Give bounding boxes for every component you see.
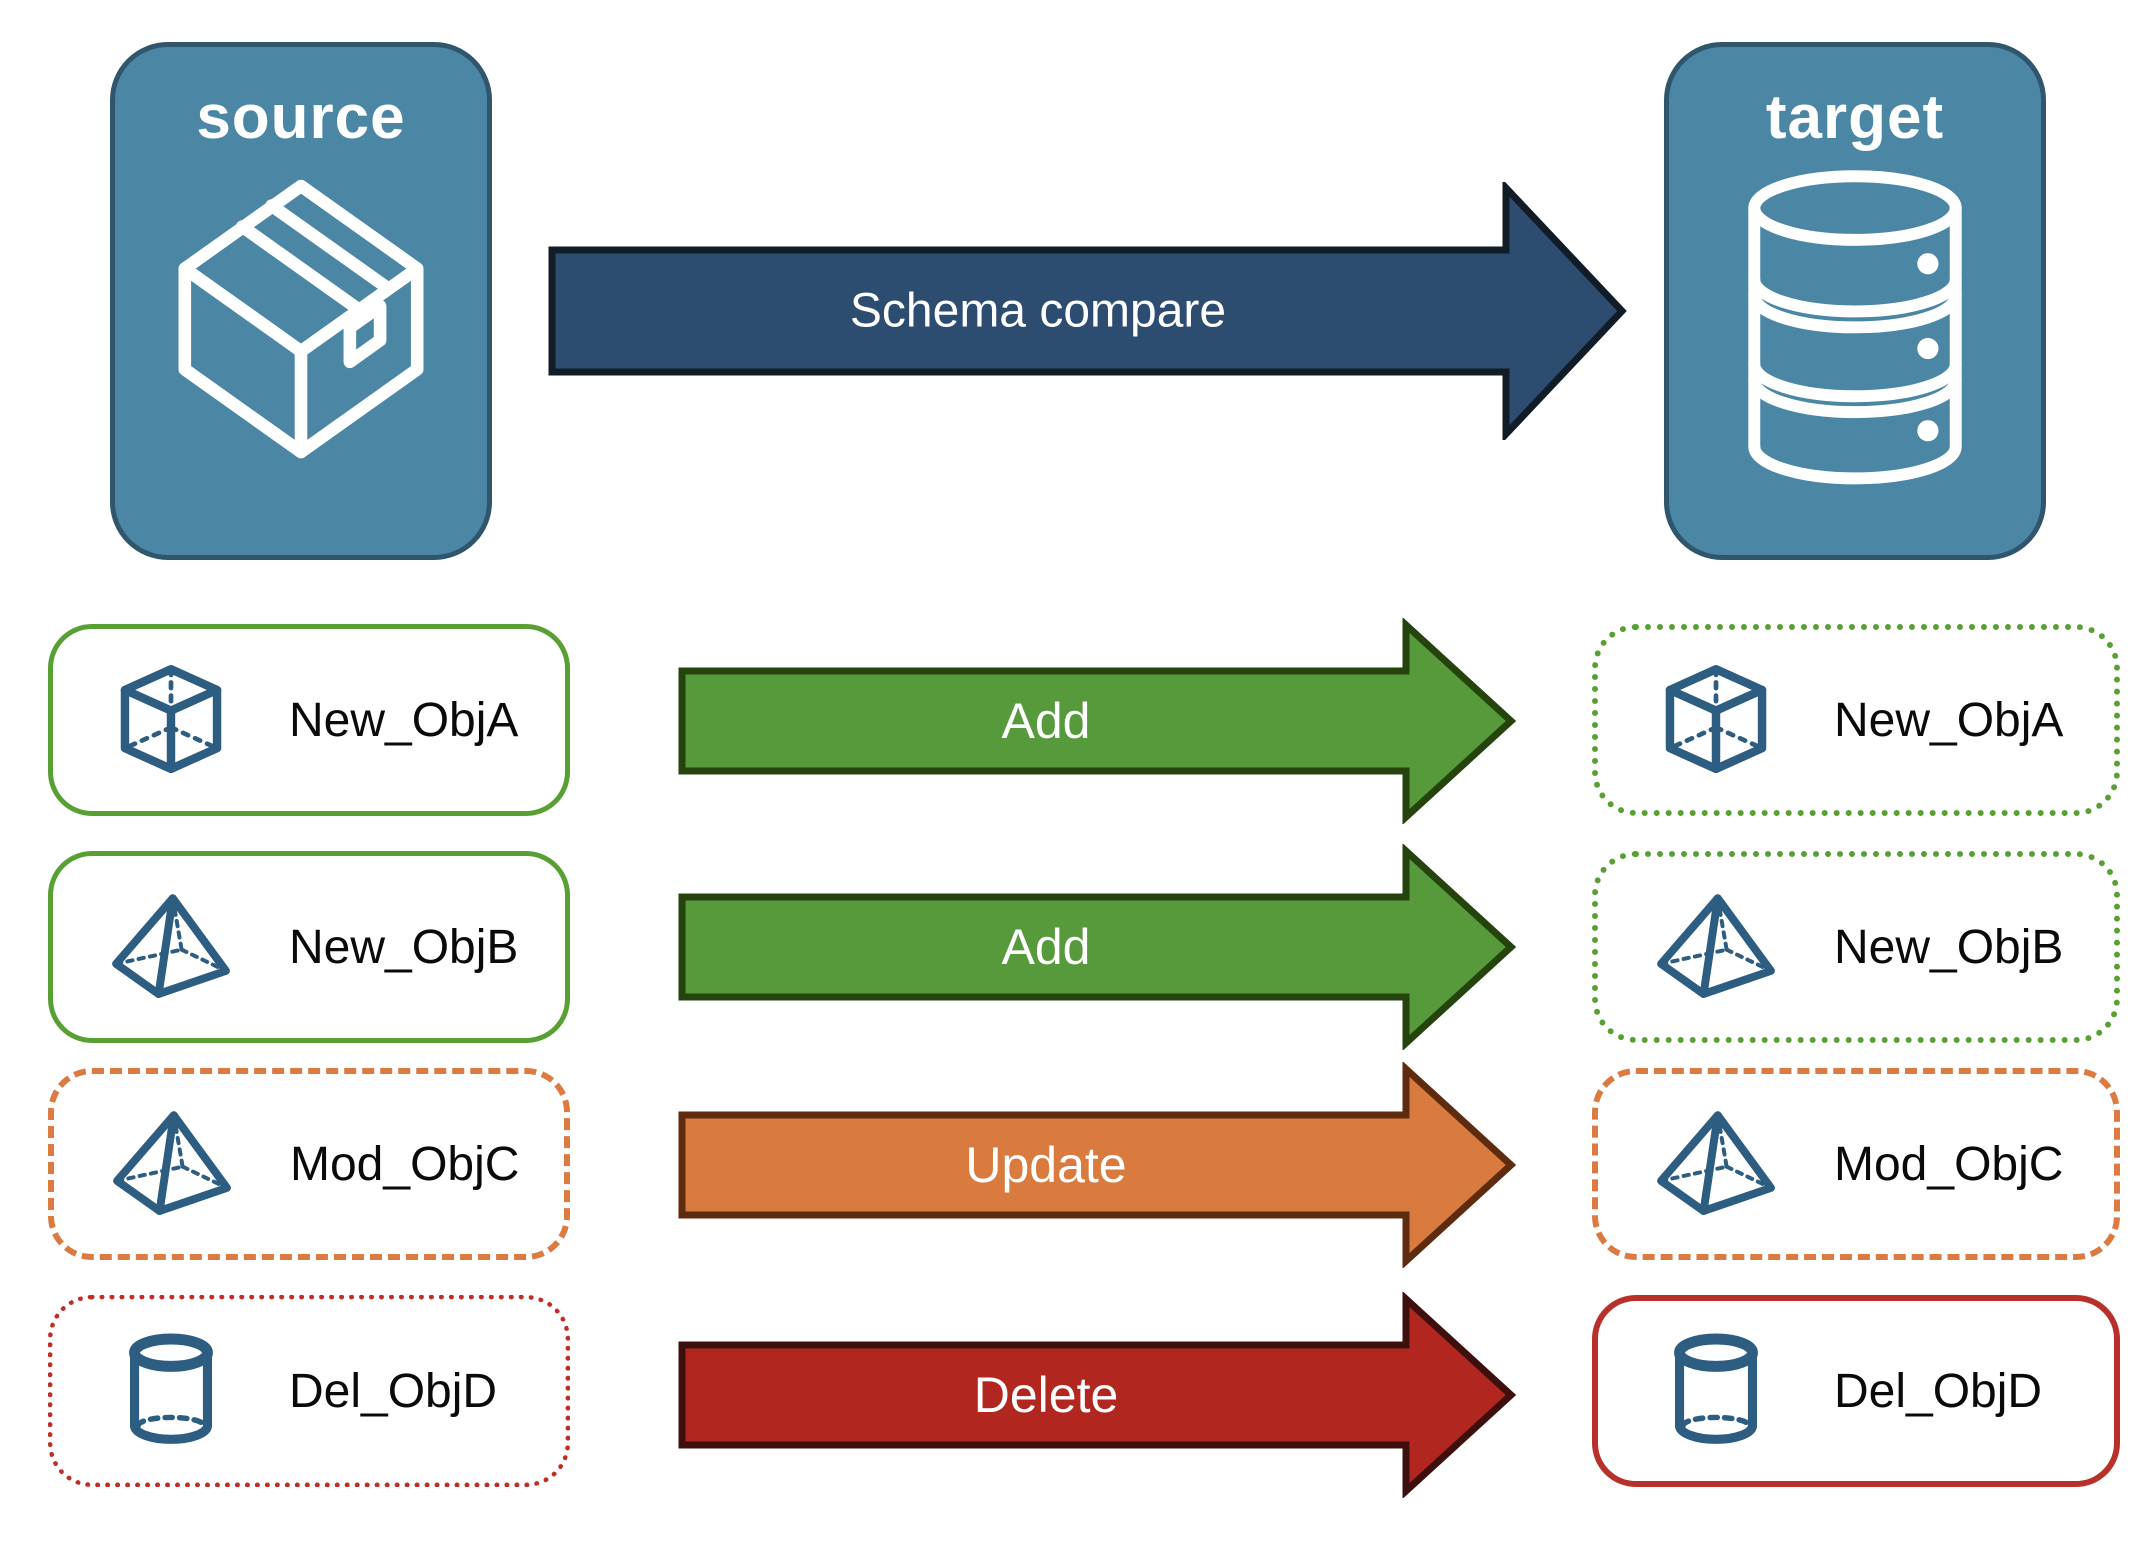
add-arrow-row1: Add — [678, 618, 1517, 824]
pyramid-icon — [1654, 1102, 1778, 1226]
target-title: target — [1765, 83, 1945, 152]
action-label: Update — [965, 1137, 1126, 1193]
target-object-card-mod-objc: Mod_ObjC — [1592, 1068, 2120, 1260]
object-label: Mod_ObjC — [1834, 1137, 2064, 1191]
cylinder-icon — [1654, 1329, 1778, 1453]
pyramid-icon — [1654, 885, 1778, 1009]
object-label: New_ObjA — [289, 693, 519, 747]
source-card: source — [110, 42, 492, 560]
object-label: Del_ObjD — [289, 1364, 498, 1418]
source-object-card-mod-objc: Mod_ObjC — [48, 1068, 570, 1260]
object-label: New_ObjB — [1834, 920, 2064, 974]
update-arrow: Update — [678, 1062, 1517, 1268]
source-title: source — [196, 83, 406, 152]
object-label: New_ObjA — [1834, 693, 2064, 747]
object-label: New_ObjB — [289, 920, 519, 974]
delete-arrow: Delete — [678, 1292, 1517, 1498]
cube-icon — [109, 658, 233, 782]
schema-compare-arrow: Schema compare — [548, 182, 1627, 440]
cube-icon — [1654, 658, 1778, 782]
cylinder-icon — [109, 1329, 233, 1453]
target-card: target — [1664, 42, 2046, 560]
action-label: Delete — [974, 1367, 1119, 1423]
action-label: Add — [1002, 693, 1091, 749]
database-icon — [1729, 163, 1981, 489]
package-box-icon — [161, 163, 441, 461]
source-object-card-new-obja: New_ObjA — [48, 624, 570, 816]
schema-compare-label: Schema compare — [850, 285, 1226, 338]
action-label: Add — [1002, 919, 1091, 975]
pyramid-icon — [110, 1102, 234, 1226]
target-object-card-new-objb: New_ObjB — [1592, 851, 2120, 1043]
add-arrow-row2: Add — [678, 844, 1517, 1050]
source-object-card-new-objb: New_ObjB — [48, 851, 570, 1043]
pyramid-icon — [109, 885, 233, 1009]
object-label: Mod_ObjC — [290, 1137, 520, 1191]
target-object-card-new-obja: New_ObjA — [1592, 624, 2120, 816]
object-label: Del_ObjD — [1834, 1364, 2043, 1418]
target-object-card-del-objd: Del_ObjD — [1592, 1295, 2120, 1487]
source-object-card-del-objd: Del_ObjD — [48, 1295, 570, 1487]
